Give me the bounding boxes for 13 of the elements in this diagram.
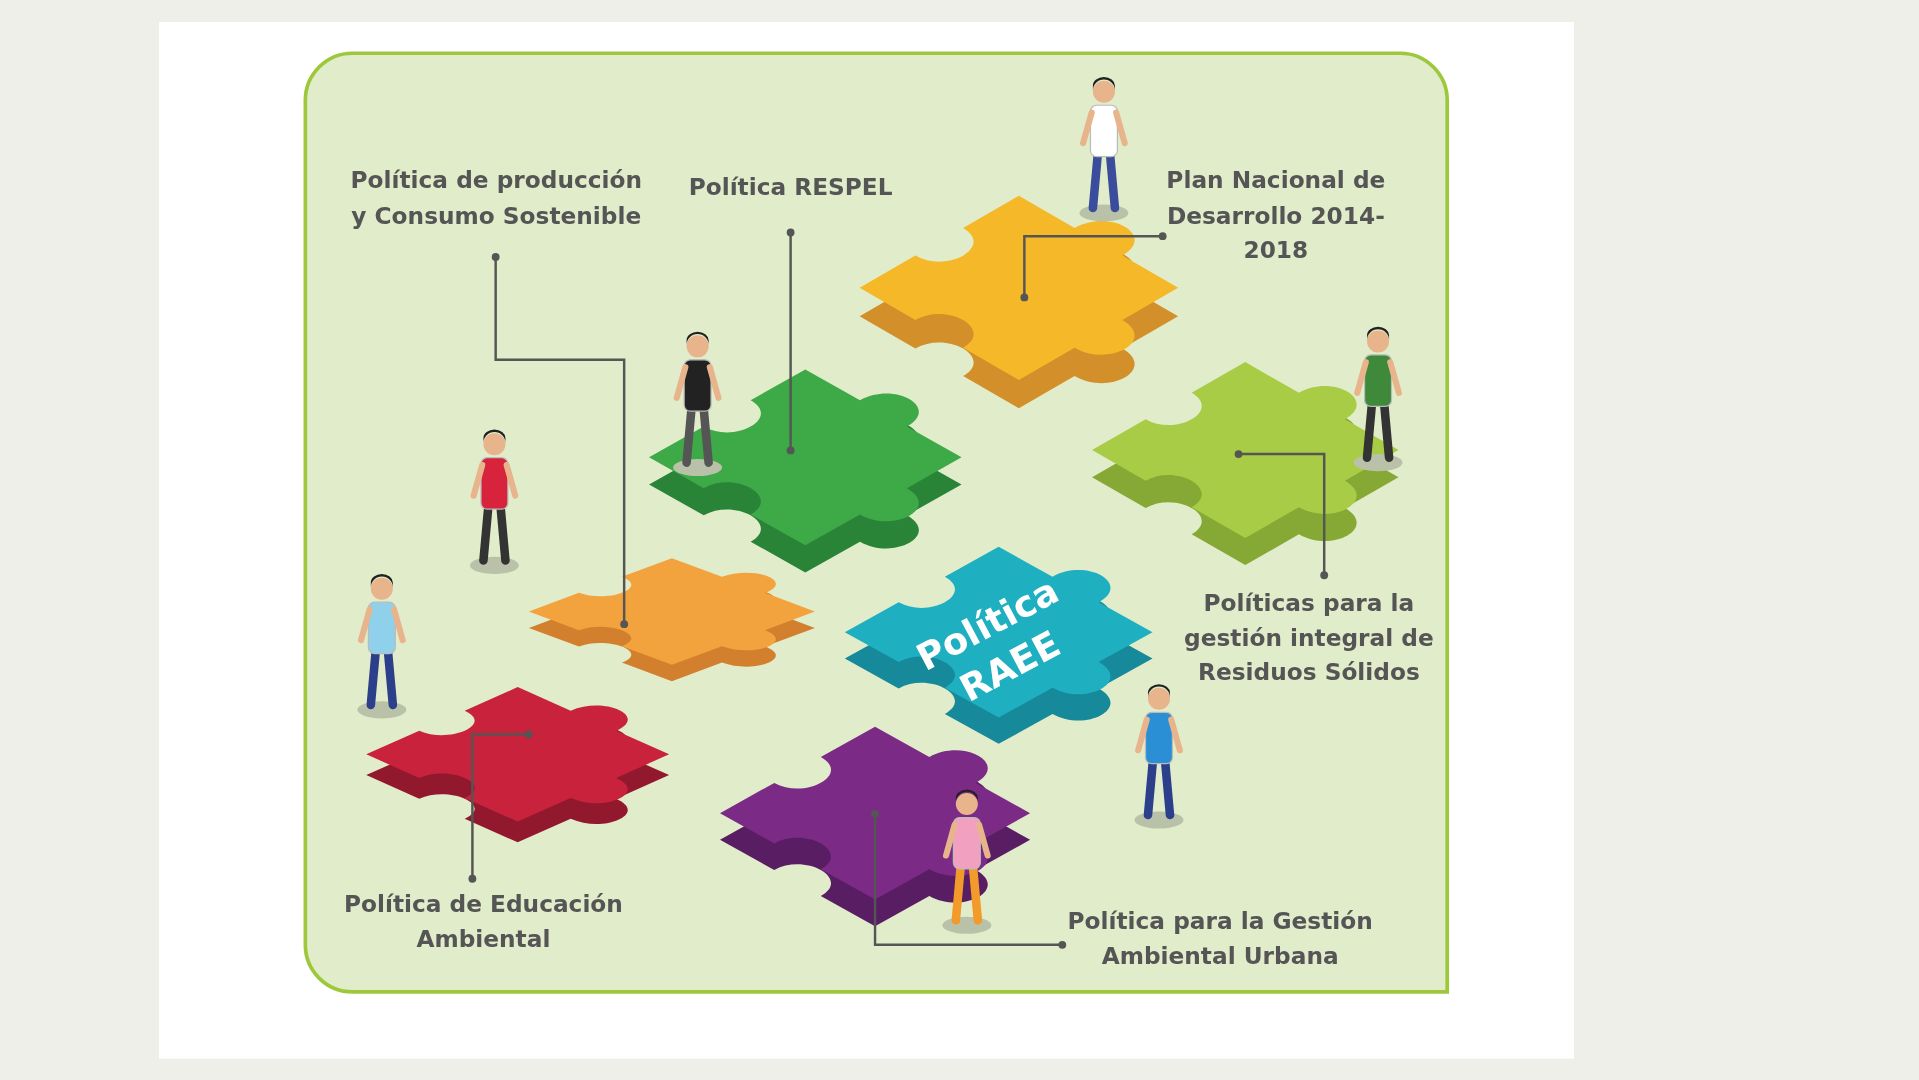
policy-label: Política RESPEL xyxy=(682,168,899,233)
policy-label: Política de Educación Ambiental xyxy=(332,878,634,962)
leader-line xyxy=(871,809,1067,949)
policy-label: Política de producción y Consumo Sostenible xyxy=(340,162,653,257)
puzzle-piece xyxy=(526,556,818,683)
leader-line xyxy=(786,228,795,455)
policy-label: Política para la Gestión Ambiental Urbana xyxy=(1062,903,1379,980)
policy-label: Plan Nacional de Desarrollo 2014-2018 xyxy=(1162,162,1390,273)
leader-line xyxy=(1020,232,1167,302)
leader-line xyxy=(1234,450,1329,580)
leader-line xyxy=(491,253,629,629)
leader-line xyxy=(468,730,533,883)
policy-label: Políticas para la gestión integral de Residuos Sólidos xyxy=(1177,575,1441,688)
